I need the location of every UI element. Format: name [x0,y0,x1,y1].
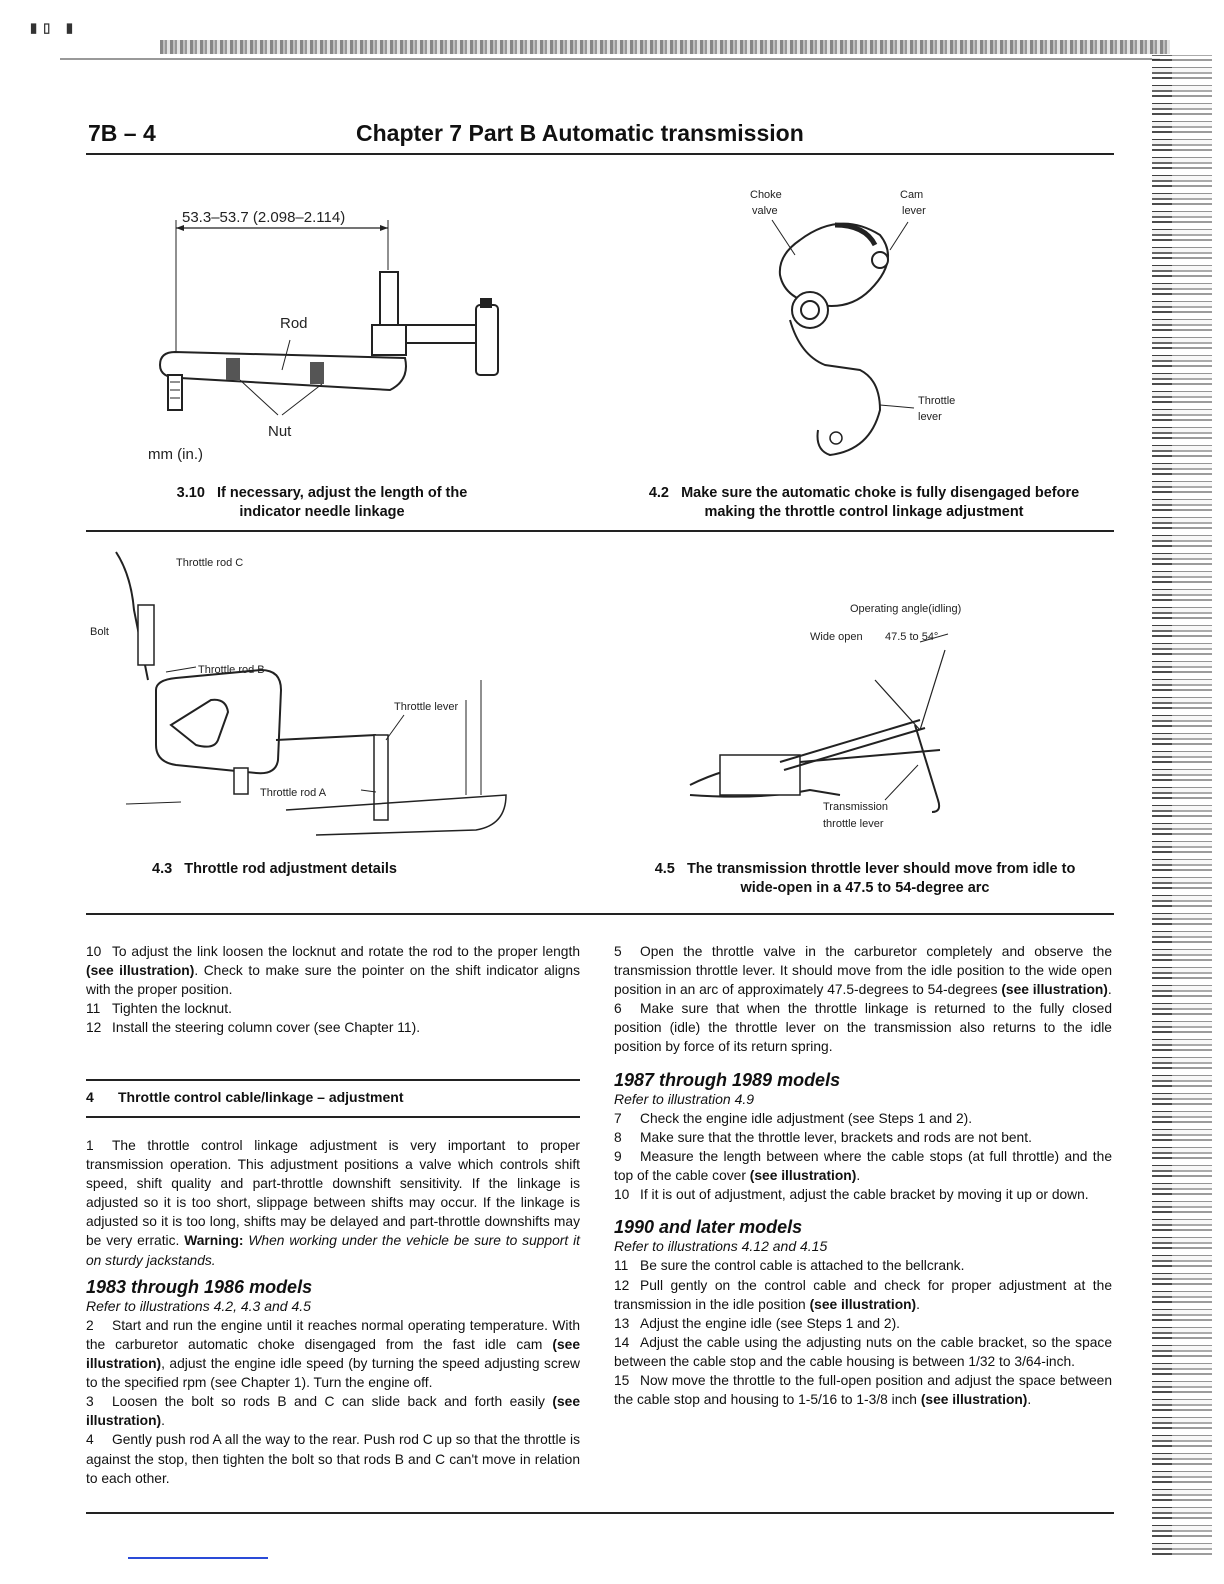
fig-4-5-angle: 47.5 to 54° [885,631,938,643]
fig-4-2-cam-lever-2: lever [902,205,926,217]
refer-1990-later: Refer to illustrations 4.12 and 4.15 [614,1238,828,1255]
fig-4-3-bolt: Bolt [90,626,109,638]
figure-4-5-caption: 4.5 The transmission throttle lever shou… [640,860,1090,898]
figure-3-10-drawing: 53.3–53.7 (2.098–2.114) Rod Nut mm (in.) [148,209,499,463]
subsection-1983-1986: 1983 through 1986 models [86,1276,313,1297]
fig-3-10-rod-label: Rod [280,315,308,332]
fig-4-2-throttle-lever-2: lever [918,411,942,423]
caption-number: 4.5 [654,861,675,877]
section-4-heading: 4 Throttle control cable/linkage – adjust… [86,1089,580,1105]
caption-text: If necessary, adjust the length of the i… [217,485,468,520]
fig-4-2-choke-valve-2: valve [752,205,778,217]
fig-4-2-cam-lever-1: Cam [900,189,923,201]
scan-artifact-top-left: ▮▯ ▮ [30,20,80,35]
fig-4-2-choke-valve-1: Choke [750,189,782,201]
fig-3-10-nut-label: Nut [268,423,292,440]
fig-3-10-dimension: 53.3–53.7 (2.098–2.114) [182,209,345,226]
caption-number: 3.10 [176,485,205,501]
text-start-rule [86,913,1114,915]
scan-artifact-blue-line [128,1557,268,1559]
fig-3-10-units: mm (in.) [148,446,203,463]
fig-4-5-trans-lever-2: throttle lever [823,818,884,830]
section-title: Throttle control cable/linkage – adjustm… [118,1089,404,1105]
scan-artifact-top-line [60,58,1160,60]
figure-row-rule [86,530,1114,532]
fig-4-3-rod-b: Throttle rod B [198,664,265,676]
fig-4-3-rod-a: Throttle rod A [260,787,327,799]
section-rule-top [86,1079,580,1081]
caption-text: Make sure the automatic choke is fully d… [681,485,1080,520]
figure-4-2-drawing: Choke valve Cam lever Throttle lever [750,189,955,457]
refer-1983-1986: Refer to illustrations 4.2, 4.3 and 4.5 [86,1297,311,1314]
caption-text: The transmission throttle lever should m… [686,861,1076,896]
fig-4-5-wide-open: Wide open [810,631,863,643]
scan-artifact-top-bar [160,40,1170,54]
section-number: 4 [86,1089,94,1105]
header-rule [86,153,1114,155]
figure-3-10-caption: 3.10 If necessary, adjust the length of … [152,484,492,522]
figure-4-2-caption: 4.2 Make sure the automatic choke is ful… [630,484,1098,522]
figure-4-3-drawing: Throttle rod C Bolt Throttle rod B Throt… [90,551,507,836]
caption-text: Throttle rod adjustment details [184,861,397,877]
page-title: Chapter 7 Part B Automatic transmission [356,120,804,146]
fig-4-5-trans-lever-1: Transmission [823,801,888,813]
page-number: 7B – 4 [88,120,156,146]
refer-1987-1989: Refer to illustration 4.9 [614,1090,755,1107]
subsection-1987-1989: 1987 through 1989 models [614,1069,841,1090]
caption-number: 4.3 [152,861,173,877]
figure-4-5-drawing: Operating angle(idling) Wide open 47.5 t… [689,603,961,830]
fig-4-2-throttle-lever-1: Throttle [918,395,955,407]
footer-rule [86,1512,1114,1514]
fig-4-3-rod-c: Throttle rod C [176,557,243,569]
scan-artifact-right-edge [1152,55,1212,1555]
scan-artifact-right-edge-fade [1172,55,1212,1555]
caption-number: 4.2 [648,485,669,501]
section-rule-bottom [86,1116,580,1118]
fig-4-5-operating-angle: Operating angle(idling) [850,603,961,615]
figure-4-3-caption: 4.3 Throttle rod adjustment details [152,860,442,879]
fig-4-3-lever: Throttle lever [394,701,459,713]
subsection-1990-later: 1990 and later models [614,1217,803,1238]
